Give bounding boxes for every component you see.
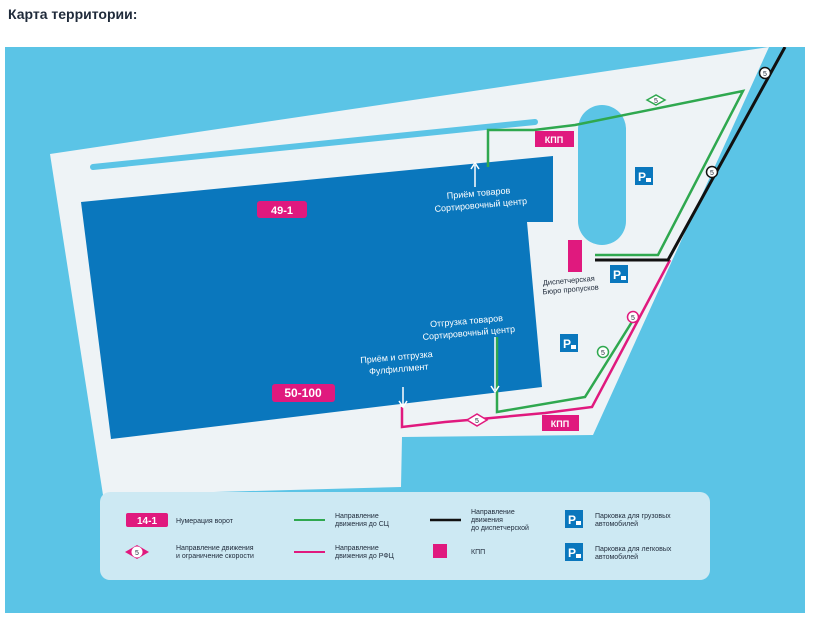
svg-text:КПП: КПП (471, 549, 485, 556)
parking-truck-icon-2: P (560, 334, 578, 352)
checkpoint-top: КПП (535, 131, 574, 147)
svg-text:Направление движения д: Направление движения до РФЦ (335, 545, 395, 560)
territory-map-svg: Приём товаров Сортировочный центр Отгруз… (5, 47, 805, 613)
speed-marker-black-top: 5 (758, 66, 772, 80)
arrow-fulfillment (398, 387, 408, 409)
svg-text:Направление движения д: Направление движения до СЦ (335, 513, 390, 528)
territory-map: Приём товаров Сортировочный центр Отгруз… (5, 47, 805, 613)
legend-magenta-route: Направление движения до РФЦ (294, 545, 395, 560)
svg-text:P: P (638, 170, 646, 184)
svg-text:14-1: 14-1 (137, 516, 157, 527)
svg-text:5: 5 (475, 418, 479, 425)
legend-kpp: КПП (433, 544, 485, 558)
svg-text:Парковка для грузовых: Парковка для грузовых автомобилей (595, 513, 673, 528)
truck-icon (576, 521, 581, 525)
car-icon (576, 554, 581, 558)
svg-text:5: 5 (710, 170, 714, 177)
route-black (595, 47, 787, 262)
arrow-ship (490, 337, 500, 394)
access-strip (90, 119, 538, 170)
svg-text:5: 5 (135, 550, 139, 557)
svg-text:Нумерация ворот: Нумерация ворот (176, 518, 234, 525)
dispatch-building (568, 240, 582, 272)
speed-marker-green-bottom: 5 (596, 345, 610, 359)
svg-text:P: P (568, 513, 576, 527)
legend-speed: 5 Направление движения и ограничение ско… (125, 545, 255, 560)
page-title: Карта территории: (8, 6, 138, 22)
route-green-top (486, 89, 746, 257)
parking-car-icon: P (610, 265, 628, 283)
svg-text:5: 5 (763, 71, 767, 78)
legend-gate: 14-1 Нумерация ворот (126, 513, 234, 527)
svg-text:5: 5 (601, 350, 605, 357)
arrow-receive (470, 161, 480, 187)
checkpoint-bottom: КПП (542, 415, 579, 431)
legend-car-parking: P Парковка для легковых автомобилей (565, 543, 673, 561)
gate-badge-bottom: 50-100 (272, 384, 335, 402)
svg-text:5: 5 (654, 98, 658, 105)
pond (578, 105, 626, 245)
legend: 14-1 Нумерация ворот 5 Направление движе… (100, 492, 710, 580)
svg-text:Направление движения: Направление движения до диспетчерской (471, 509, 529, 532)
parking-truck-icon: P (635, 167, 653, 185)
gate-badge-top: 49-1 (257, 201, 307, 218)
svg-text:КПП: КПП (551, 419, 569, 429)
svg-text:Парковка для легковых: Парковка для легковых автомобилей (595, 546, 673, 561)
svg-text:5: 5 (631, 315, 635, 322)
svg-text:50-100: 50-100 (284, 386, 322, 400)
svg-text:P: P (568, 546, 576, 560)
speed-marker-green-top: 5 (645, 94, 667, 106)
speed-marker-magenta-mid: 5 (626, 310, 640, 324)
speed-marker-black-mid: 5 (705, 165, 719, 179)
legend-black-route: Направление движения до диспетчерской (430, 509, 529, 532)
svg-text:P: P (563, 337, 571, 351)
legend-green-route: Направление движения до СЦ (294, 513, 390, 528)
legend-truck-parking: P Парковка для грузовых автомобилей (565, 510, 673, 528)
svg-text:Направление движения и: Направление движения и ограничение скоро… (176, 545, 255, 560)
speed-marker-magenta-bottom: 5 (465, 413, 489, 427)
svg-text:P: P (613, 268, 621, 282)
route-green-bottom (495, 316, 637, 414)
svg-text:КПП: КПП (545, 135, 563, 145)
warehouse-building (81, 156, 553, 439)
svg-text:49-1: 49-1 (271, 205, 293, 217)
